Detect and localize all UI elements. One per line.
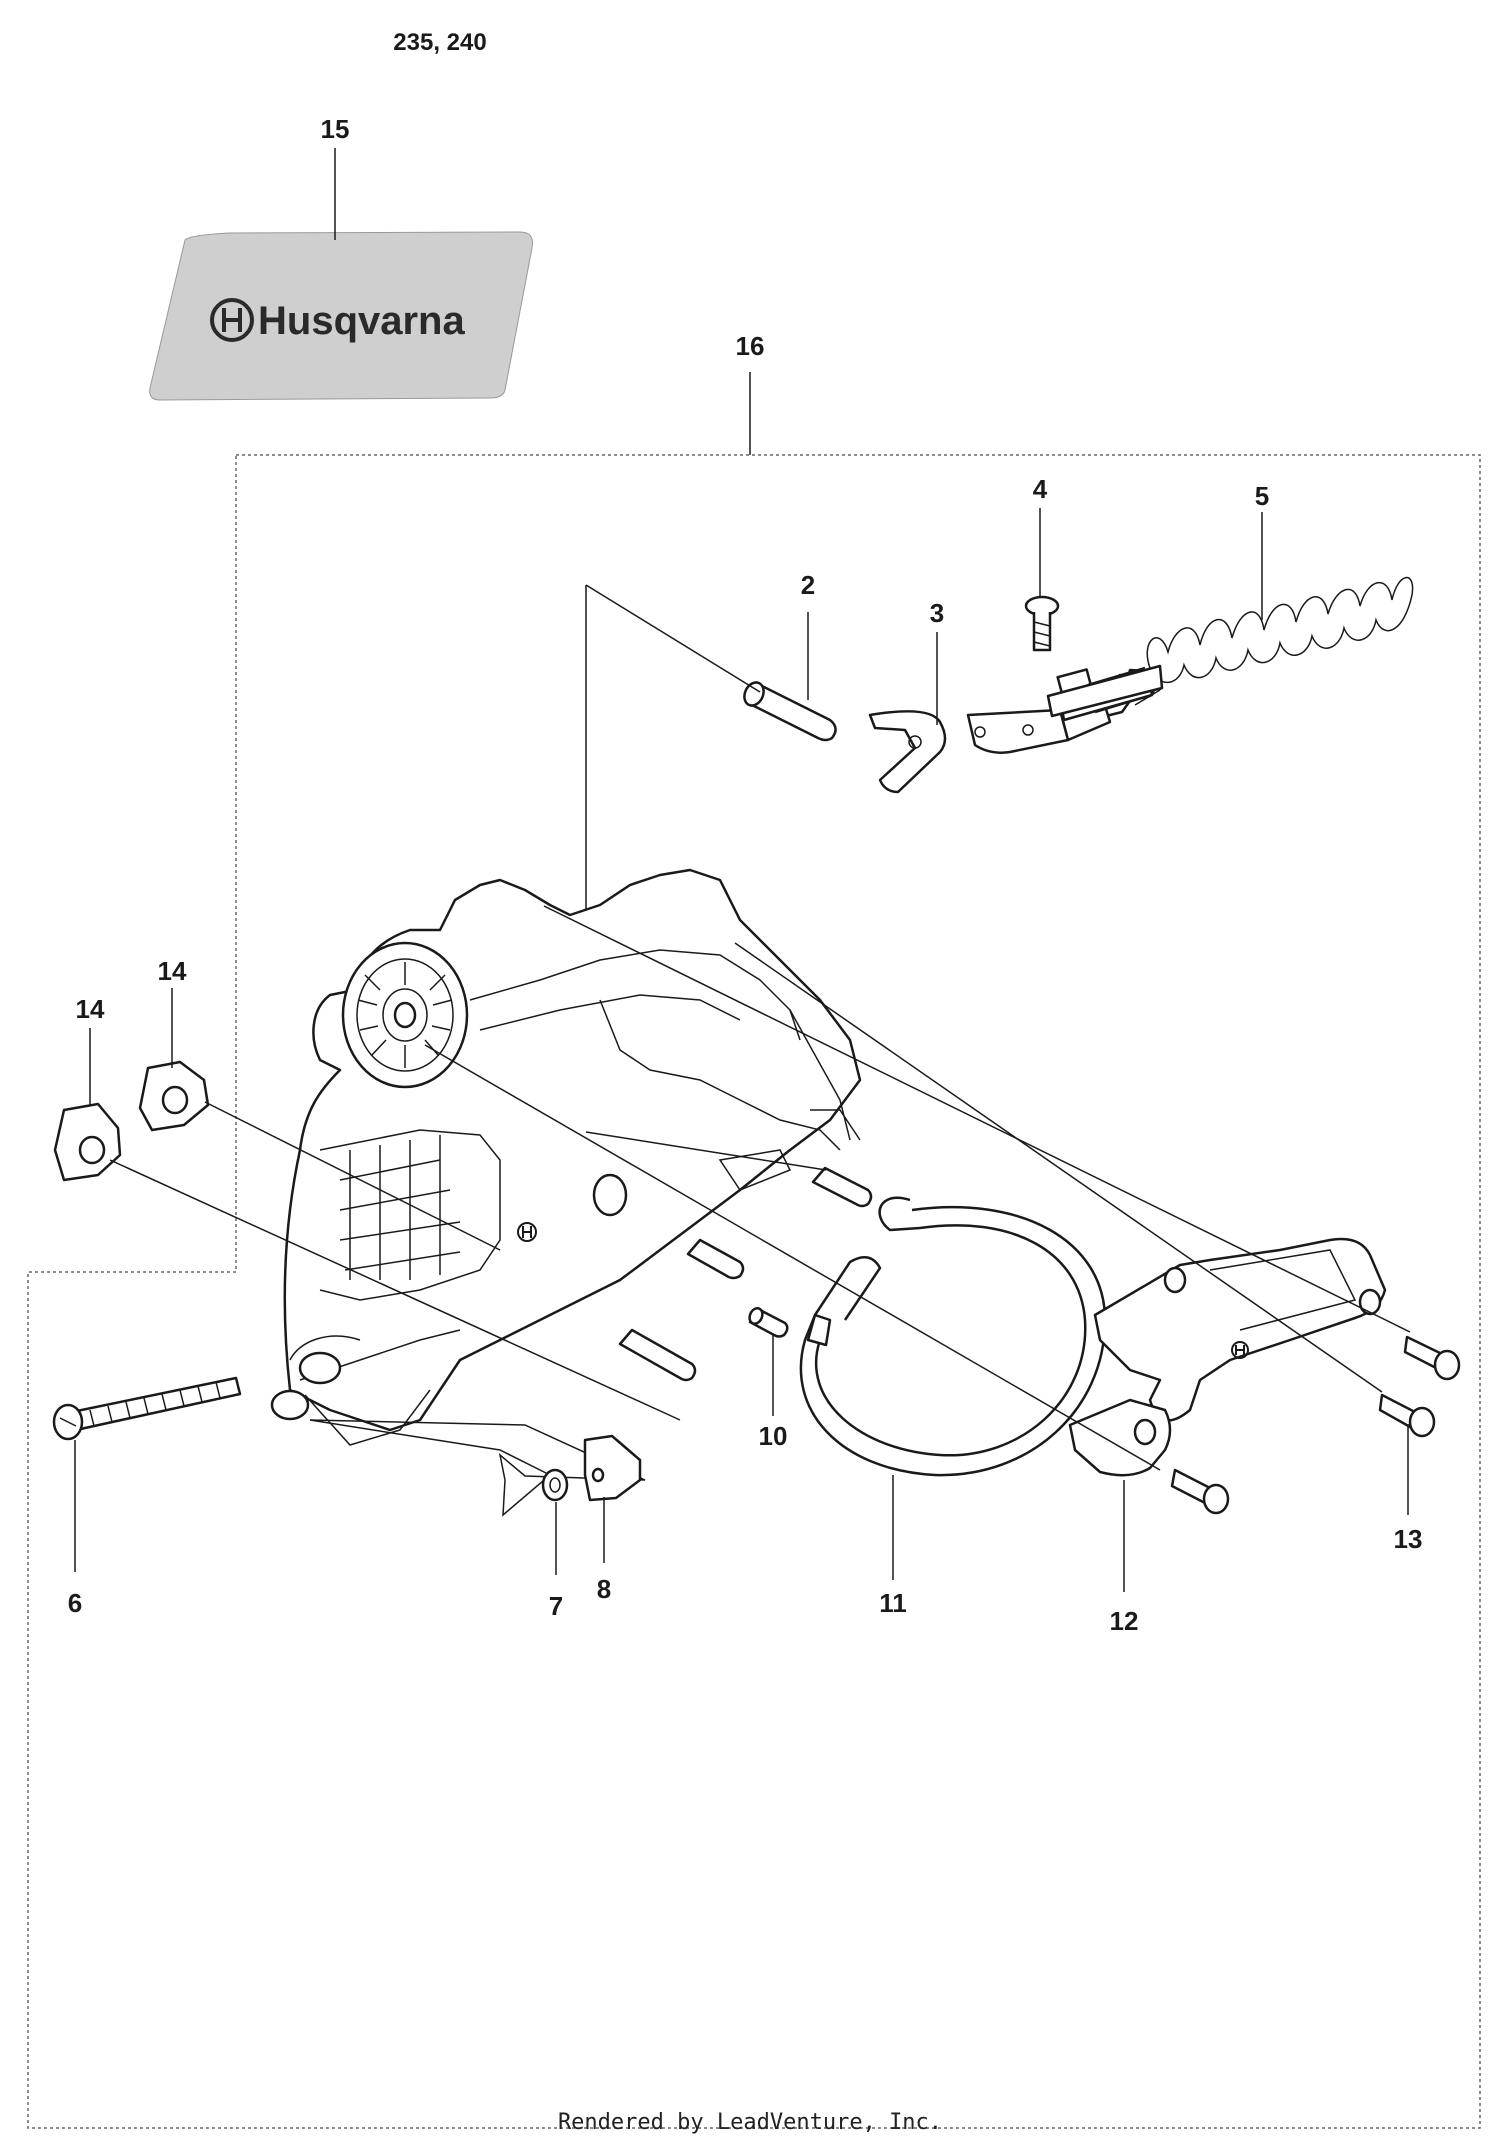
callout-13: 13 <box>1394 1524 1423 1554</box>
callout-15: 15 <box>321 114 350 144</box>
part-13-screws <box>1170 1335 1461 1515</box>
callout-10: 10 <box>759 1421 788 1451</box>
part-14-nut-upper <box>138 1060 210 1132</box>
part-8-nut-plate <box>583 1434 642 1502</box>
cover-h-logo-icon <box>517 1222 537 1242</box>
explosion-lines <box>109 905 1411 1471</box>
callout-12: 12 <box>1110 1606 1139 1636</box>
husqvarna-logo-icon <box>210 298 254 342</box>
model-label: 235, 240 <box>393 29 486 56</box>
part-4-screw <box>1024 595 1060 652</box>
part-15-decal: Husqvarna <box>149 231 533 401</box>
part-6-bolt <box>52 1376 242 1441</box>
part-14-nut-lower <box>53 1102 122 1182</box>
callout-16: 16 <box>736 331 765 361</box>
callout-4: 4 <box>1033 474 1048 504</box>
part-7-washer <box>541 1468 569 1502</box>
callout-labels: 15 16 4 5 2 3 14 14 10 13 6 7 8 11 12 <box>68 114 1423 1636</box>
part-3-brake-linkage <box>868 664 1164 794</box>
footer-credit: Rendered by LeadVenture, Inc. <box>557 2110 943 2135</box>
callout-7: 7 <box>549 1591 563 1621</box>
callout-11: 11 <box>879 1588 907 1618</box>
callout-6: 6 <box>68 1588 82 1618</box>
kit-outline <box>27 454 1481 2129</box>
brand-decal-text: Husqvarna <box>258 299 465 343</box>
brake-cover-h-logo-icon <box>1231 1341 1249 1359</box>
part-16-clutch-cover <box>270 868 862 1446</box>
sprocket-hub <box>341 941 469 1089</box>
part-5-spring <box>1146 576 1414 684</box>
part-11-brake-band <box>799 1196 1107 1477</box>
part-10-pin <box>748 1307 789 1338</box>
callout-8: 8 <box>597 1574 611 1604</box>
callout-14-upper: 14 <box>158 956 187 986</box>
part-12-brake-cover <box>1068 1237 1387 1477</box>
callout-5: 5 <box>1255 481 1269 511</box>
part-2-pin <box>743 681 837 742</box>
callout-14-lower: 14 <box>76 994 105 1024</box>
callout-2: 2 <box>801 570 815 600</box>
callout-3: 3 <box>930 598 944 628</box>
cover-pins <box>618 1166 873 1382</box>
